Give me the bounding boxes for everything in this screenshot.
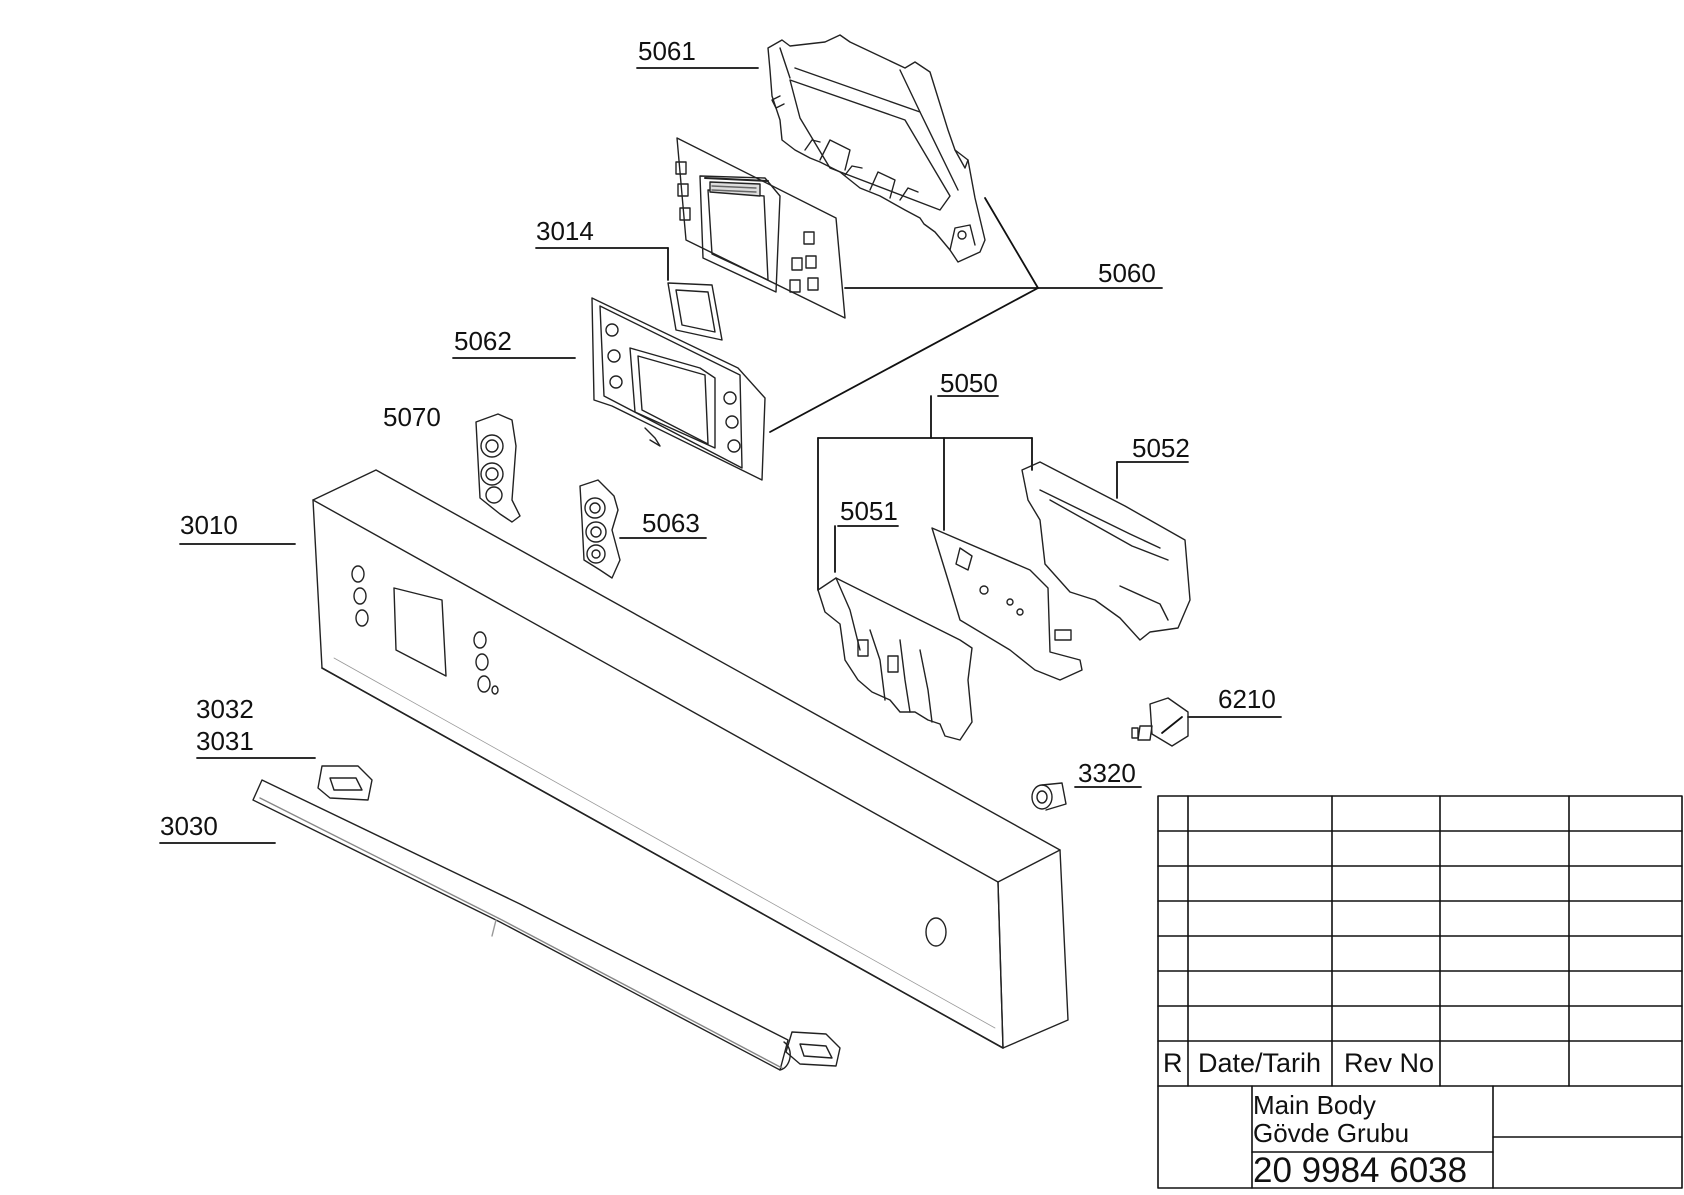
frame-5061 xyxy=(768,35,985,262)
switch-6210 xyxy=(1132,698,1188,746)
assembly-title-turkish: Gövde Grubu xyxy=(1253,1118,1410,1148)
callout-3320: 3320 xyxy=(1078,758,1136,788)
housing-5051 xyxy=(818,578,972,740)
button-module-5063 xyxy=(580,480,620,578)
revision-number-header: Rev No xyxy=(1344,1048,1435,1078)
handle-end-cap-3032 xyxy=(786,1032,840,1066)
callout-3031: 3031 xyxy=(196,726,254,756)
revision-date-header: Date/Tarih xyxy=(1198,1048,1322,1078)
callout-5061: 5061 xyxy=(638,36,696,66)
leader-lines xyxy=(160,68,1281,843)
callout-3010: 3010 xyxy=(180,510,238,540)
display-frame-5062 xyxy=(592,298,765,480)
callout-5062: 5062 xyxy=(454,326,512,356)
pcb-5050 xyxy=(932,528,1082,680)
title-block-grid xyxy=(1158,796,1682,1188)
button-module-5070 xyxy=(476,414,520,522)
control-panel-3010 xyxy=(313,470,1068,1048)
callout-5051: 5051 xyxy=(840,496,898,526)
pcb-5060 xyxy=(676,138,845,318)
part-number: 20 9984 6038 xyxy=(1253,1151,1468,1190)
callout-3030: 3030 xyxy=(160,811,218,841)
callout-3032: 3032 xyxy=(196,694,254,724)
gasket-3014 xyxy=(668,283,722,340)
callout-5050: 5050 xyxy=(940,368,998,398)
handle-end-cap-3031 xyxy=(318,766,372,800)
callout-3014: 3014 xyxy=(536,216,594,246)
callout-5070: 5070 xyxy=(383,402,441,432)
callout-5052: 5052 xyxy=(1132,433,1190,463)
handle-3030 xyxy=(253,780,790,1070)
callout-5060: 5060 xyxy=(1098,258,1156,288)
revision-r-header: R xyxy=(1163,1048,1183,1078)
knob-3320 xyxy=(1032,783,1066,810)
callout-6210: 6210 xyxy=(1218,684,1276,714)
callout-5063: 5063 xyxy=(642,508,700,538)
assembly-title-english: Main Body xyxy=(1253,1090,1376,1120)
cover-5052 xyxy=(1022,462,1190,640)
